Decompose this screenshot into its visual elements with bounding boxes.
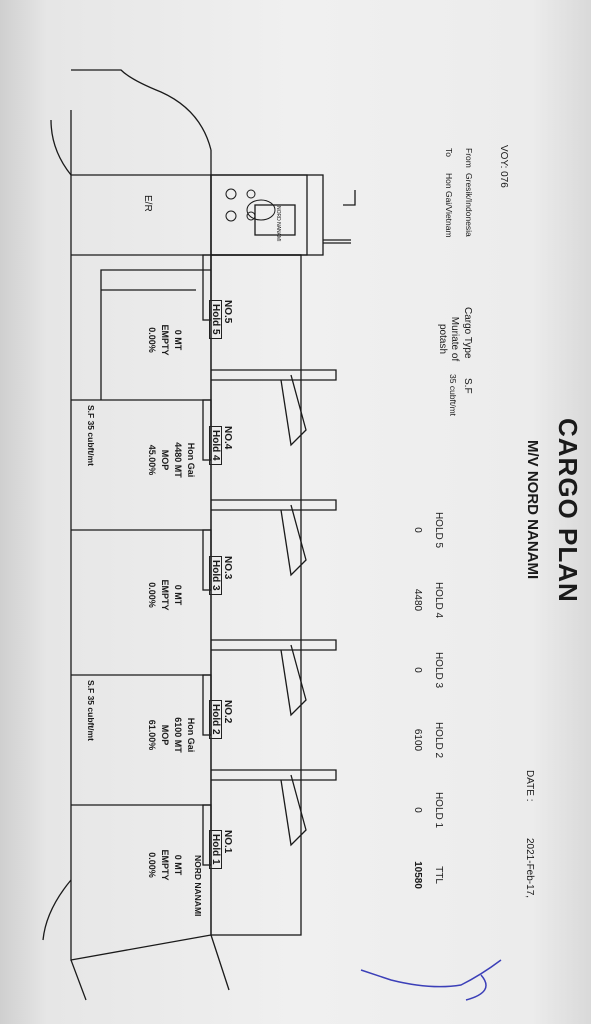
hold-number: NO.4 <box>222 426 233 450</box>
hold-cargo: EMPTY <box>160 324 170 356</box>
hold-1-contents: 0 MT EMPTY 0.00% <box>145 825 197 905</box>
hold-cargo: MOP <box>160 449 170 471</box>
funnel-text: NORD NANAMI <box>275 206 281 242</box>
hold-pct: 0.00% <box>147 327 157 353</box>
pen-mark <box>360 959 502 1001</box>
hold-qty: 6100 MT <box>173 717 183 753</box>
hold-label-1: NO.1 Hold 1 <box>209 830 233 869</box>
hold-number: NO.3 <box>222 556 233 580</box>
stern-hull <box>71 69 212 151</box>
hold-3-contents: 0 MT EMPTY 0.00% <box>145 555 197 635</box>
hold-cargo: EMPTY <box>160 849 170 881</box>
hold-box: Hold 5 <box>209 300 222 339</box>
hold-qty: 4480 MT <box>173 442 183 478</box>
ship-name-label: NORD NANAMI <box>193 855 203 917</box>
hold-2-contents: Hon Gai 6100 MT MOP 61.00% <box>145 695 197 775</box>
hold-pct: 61.00% <box>147 719 157 751</box>
sf-note-hold2: S.F 35 cubft/mt <box>86 680 96 741</box>
hold-number: NO.2 <box>222 700 233 724</box>
hold-box: Hold 1 <box>209 830 222 869</box>
hold-port: Hon Gai <box>186 442 196 478</box>
hold-box: Hold 3 <box>209 556 222 595</box>
hold-cargo: EMPTY <box>160 579 170 611</box>
hold-box: Hold 4 <box>209 426 222 465</box>
sf-note-hold4: S.F 35 cubft/mt <box>86 405 96 466</box>
superstructure <box>210 174 324 256</box>
hold-pct: 45.00% <box>147 444 157 476</box>
hold-pct: 0.00% <box>147 852 157 878</box>
hold-label-3: NO.3 Hold 3 <box>209 556 233 595</box>
engine-room-label: E/R <box>142 195 153 212</box>
hold-port: Hon Gai <box>186 717 196 753</box>
hold-number: NO.1 <box>222 830 233 854</box>
crane-post-3 <box>211 639 337 651</box>
hold-label-4: NO.4 Hold 4 <box>209 426 233 465</box>
hold-label-2: NO.2 Hold 2 <box>209 700 233 739</box>
hold-box: Hold 2 <box>209 700 222 739</box>
hold-label-5: NO.5 Hold 5 <box>209 300 233 339</box>
crane-post-2 <box>211 499 337 511</box>
hold-qty: 0 MT <box>173 329 183 351</box>
hold-number: NO.5 <box>222 300 233 324</box>
hold-port <box>184 555 197 635</box>
hold-cargo: MOP <box>160 724 170 746</box>
crane-post-4 <box>211 769 337 781</box>
funnel <box>254 204 296 236</box>
hold-qty: 0 MT <box>173 854 183 876</box>
hold-port <box>184 300 197 380</box>
stern-outline <box>50 119 211 176</box>
hold-qty: 0 MT <box>173 584 183 606</box>
crane-post-1 <box>211 369 337 381</box>
hold-5-contents: 0 MT EMPTY 0.00% <box>145 300 197 380</box>
hold-pct: 0.00% <box>147 582 157 608</box>
hold-4-contents: Hon Gai 4480 MT MOP 45.00% <box>145 420 197 500</box>
